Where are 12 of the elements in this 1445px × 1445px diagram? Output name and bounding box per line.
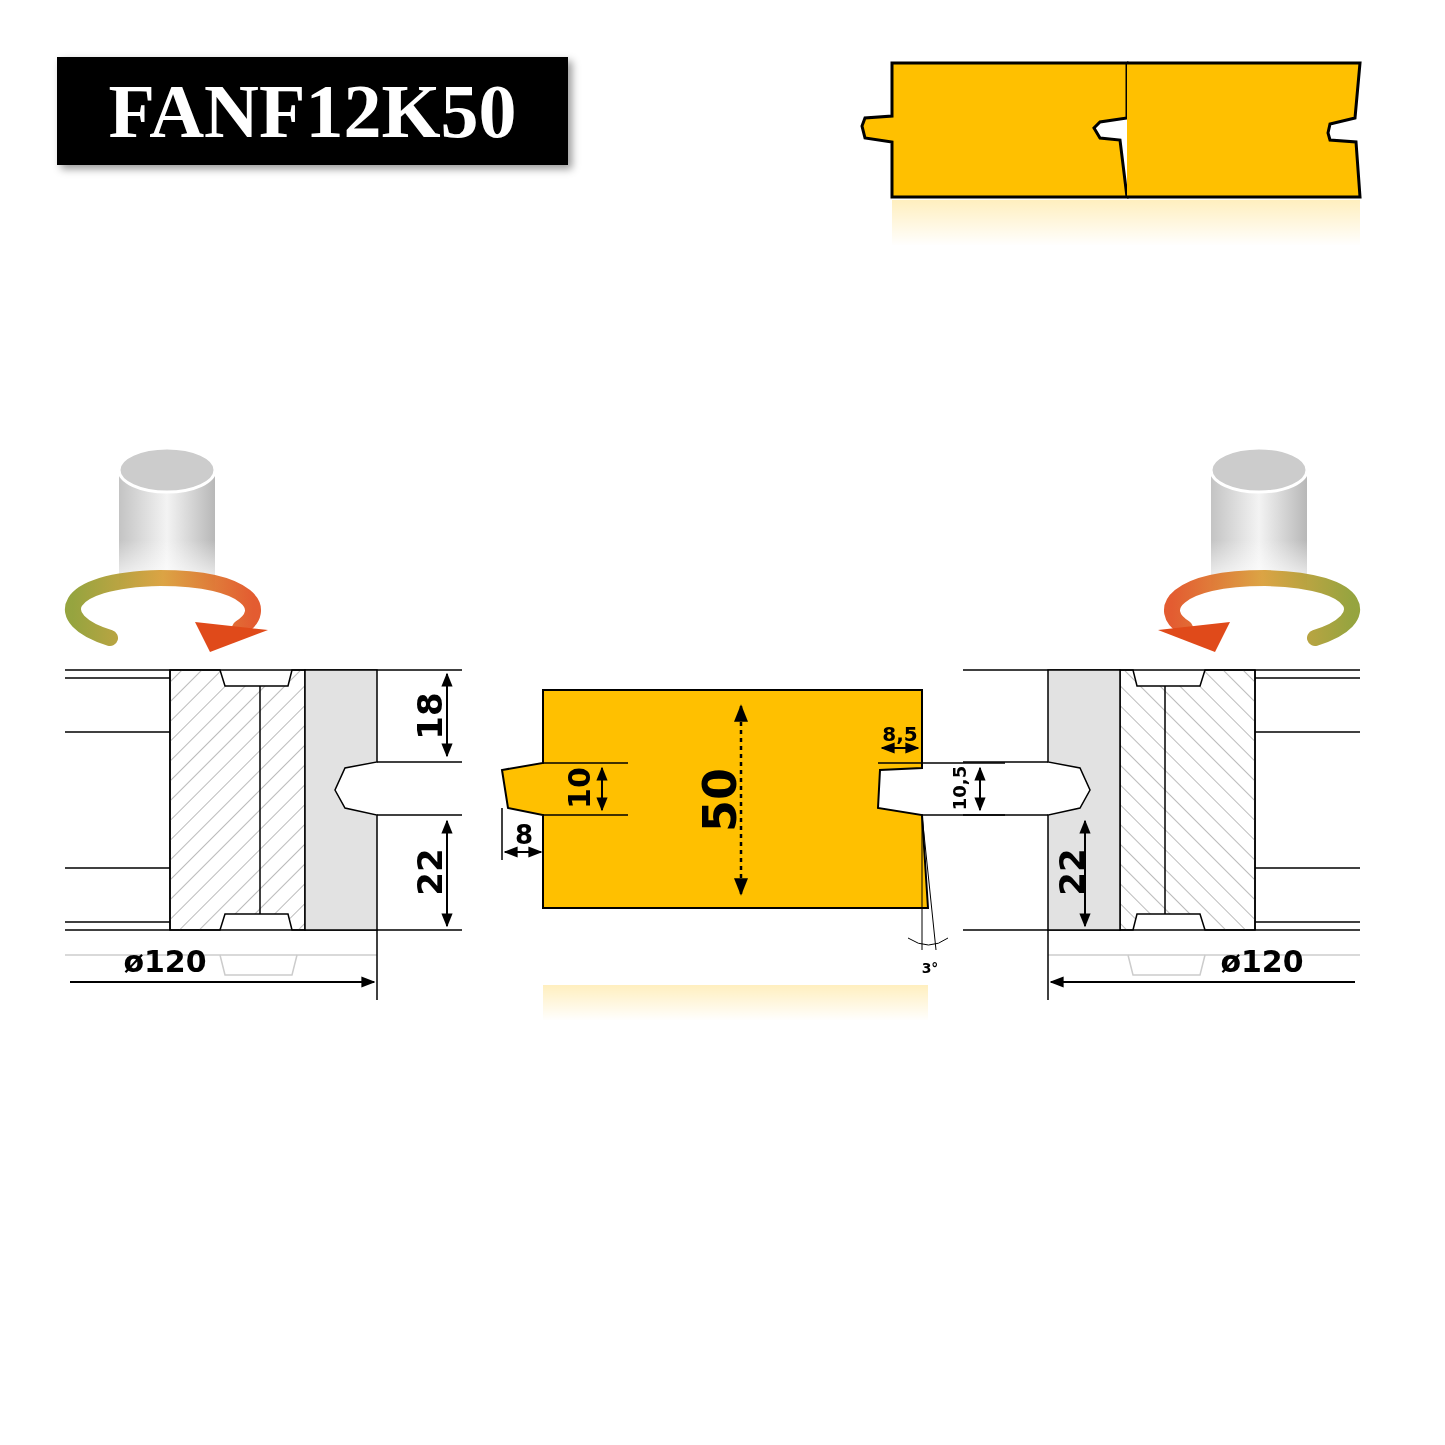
dimension-label: 18 xyxy=(413,692,447,740)
title-banner: FANF12K50 xyxy=(57,57,568,165)
dimension-label: 8 xyxy=(514,822,534,848)
dimension-label: ø120 xyxy=(1220,947,1304,977)
dimension-label: 10,5 xyxy=(951,765,969,811)
dimension-label: 3° xyxy=(921,961,939,975)
dimension-label: 8,5 xyxy=(882,724,918,744)
dimension-label: ø120 xyxy=(123,947,207,977)
dimension-label: 22 xyxy=(413,848,447,896)
dimension-label: 22 xyxy=(1055,848,1089,896)
dimension-label: 50 xyxy=(697,768,743,832)
dimension-label: 10 xyxy=(565,767,595,809)
